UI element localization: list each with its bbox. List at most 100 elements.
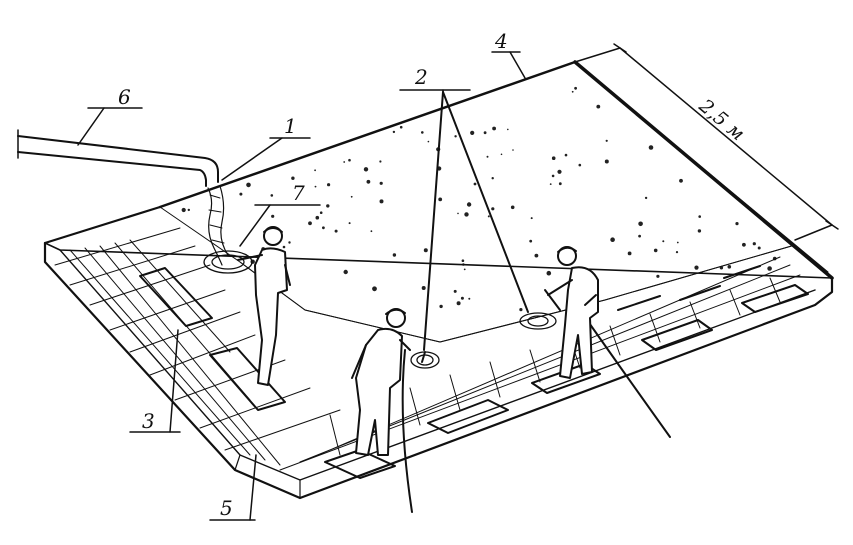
speckle: [308, 221, 312, 226]
speckle: [470, 130, 475, 135]
speckle: [366, 179, 371, 184]
speckle: [546, 270, 552, 276]
speckle: [350, 195, 353, 198]
speckle: [460, 296, 464, 300]
speckle: [676, 241, 679, 244]
speckle: [483, 131, 487, 135]
callout-2: 2: [414, 65, 428, 89]
speckle: [343, 269, 348, 275]
dimension-label: 2,5 м: [694, 94, 749, 145]
speckle: [246, 182, 251, 188]
speckle: [574, 86, 577, 90]
speckle: [399, 125, 403, 129]
speckle: [638, 221, 643, 227]
speckle: [334, 229, 338, 233]
speckle: [512, 149, 514, 151]
speckle: [427, 140, 430, 143]
speckle: [662, 240, 665, 243]
speckle: [679, 178, 683, 183]
speckle: [379, 160, 382, 163]
speckle: [187, 208, 190, 212]
speckle: [510, 205, 515, 210]
worker-center: [351, 308, 411, 456]
speckle: [319, 211, 323, 214]
speckle: [752, 242, 756, 246]
speckle: [454, 135, 457, 138]
leader-lines: [77, 51, 526, 521]
speckle: [457, 212, 459, 215]
speckle: [348, 158, 351, 162]
speckle: [653, 248, 658, 253]
speckle: [315, 215, 320, 220]
speckle: [326, 204, 330, 208]
speckle: [530, 217, 533, 220]
speckle: [596, 104, 601, 109]
speckle: [423, 248, 428, 253]
speckle: [648, 145, 654, 150]
speckle: [487, 215, 490, 218]
speckle: [519, 308, 523, 312]
speckle: [282, 245, 286, 249]
callout-3: 3: [142, 409, 155, 433]
speckle: [379, 199, 384, 204]
speckle: [757, 246, 761, 250]
speckle: [270, 194, 274, 197]
surface-speckles: [181, 86, 777, 312]
speckle: [529, 239, 533, 243]
speckle: [370, 230, 373, 233]
speckle: [610, 237, 615, 242]
vibration-rings: [203, 250, 557, 369]
speckle: [656, 274, 660, 278]
speckle: [343, 161, 346, 163]
speckle: [464, 212, 469, 217]
speckle: [348, 222, 351, 225]
speckle: [727, 265, 732, 269]
speckle: [392, 253, 397, 257]
speckle: [379, 181, 383, 185]
speckle: [534, 253, 539, 258]
speckle: [421, 131, 424, 134]
callout-1: 1: [284, 114, 297, 138]
speckle: [473, 182, 477, 186]
speckle: [605, 139, 608, 142]
speckle: [468, 297, 471, 300]
speckle: [461, 259, 465, 263]
speckle: [466, 202, 472, 207]
worker-left: [237, 226, 291, 386]
speckle: [578, 163, 582, 167]
speckle: [557, 169, 562, 174]
speckle: [507, 128, 509, 131]
speckle: [694, 265, 699, 270]
speckle: [551, 156, 556, 160]
speckle: [271, 214, 275, 218]
formwork-pads: [139, 265, 809, 479]
callout-7: 7: [292, 181, 305, 205]
speckle: [392, 130, 396, 134]
speckle: [363, 167, 369, 172]
speckle: [372, 286, 377, 292]
speckle: [314, 185, 317, 188]
speckle: [551, 174, 555, 178]
speckle: [698, 215, 701, 218]
speckle: [314, 169, 316, 172]
speckle: [439, 304, 443, 309]
speckle: [181, 207, 186, 213]
speckle: [291, 176, 295, 180]
speckle: [549, 183, 552, 186]
speckle: [735, 222, 739, 226]
speckle: [421, 286, 426, 290]
concrete-pipe: [17, 129, 229, 266]
speckle: [767, 266, 772, 271]
speckle: [500, 153, 503, 156]
worker-right: [547, 246, 599, 379]
speckle: [742, 242, 746, 247]
speckle: [675, 251, 679, 254]
speckle: [564, 153, 568, 157]
speckle: [627, 251, 632, 256]
speckle: [453, 289, 457, 293]
speckle: [604, 159, 609, 164]
slab-outline: [43, 60, 834, 500]
callout-5: 5: [220, 496, 233, 520]
dimension-line: [574, 43, 839, 241]
